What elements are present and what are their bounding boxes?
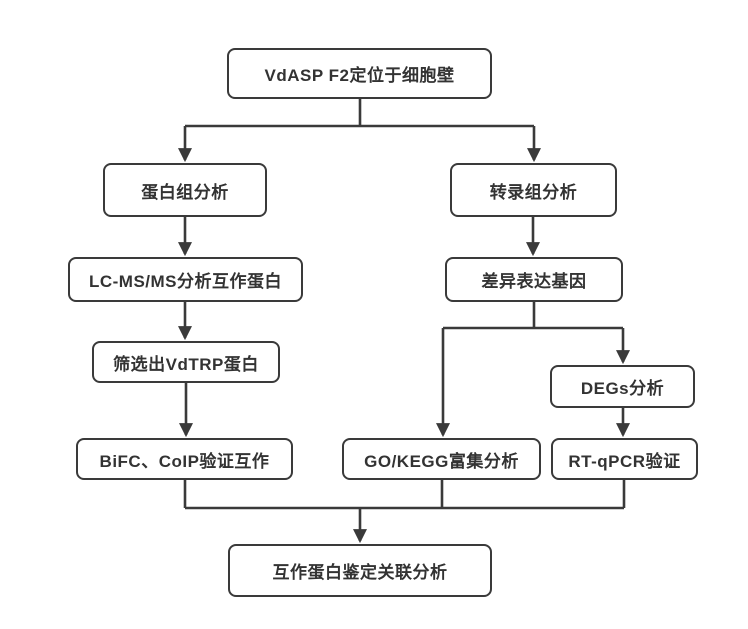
node-rt-qpcr-verification: RT-qPCR验证: [551, 438, 698, 480]
node-degs-analysis: DEGs分析: [550, 365, 695, 408]
node-proteomics-analysis: 蛋白组分析: [103, 163, 267, 217]
node-screen-vdtrp-protein: 筛选出VdTRP蛋白: [92, 341, 280, 383]
node-go-kegg-enrichment: GO/KEGG富集分析: [342, 438, 541, 480]
node-transcriptomics-analysis: 转录组分析: [450, 163, 617, 217]
node-differentially-expressed-genes: 差异表达基因: [445, 257, 623, 302]
node-interacting-protein-association-analysis: 互作蛋白鉴定关联分析: [228, 544, 492, 597]
node-lcmsms-interacting-proteins: LC-MS/MS分析互作蛋白: [68, 257, 303, 302]
node-vdasp-f2-cell-wall: VdASP F2定位于细胞壁: [227, 48, 492, 99]
node-bifc-coip-verification: BiFC、CoIP验证互作: [76, 438, 293, 480]
